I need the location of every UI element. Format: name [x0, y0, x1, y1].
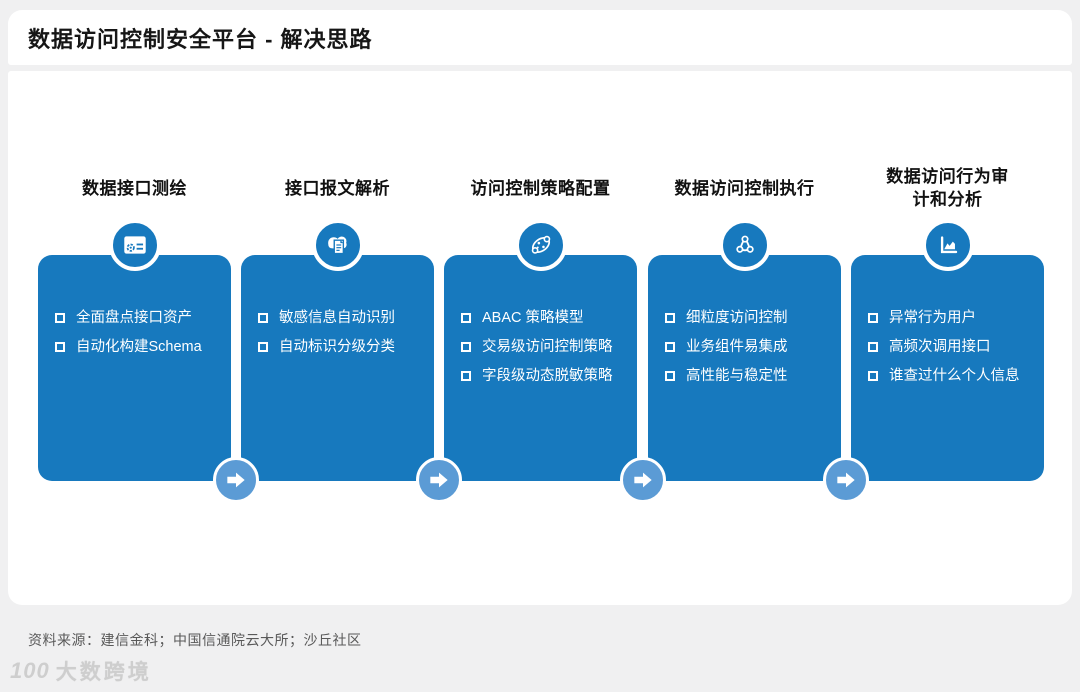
feature-list: 敏感信息自动识别 自动标识分级分类: [241, 255, 434, 358]
source-attribution: 资料来源：建信金科；中国信通院云大所；沙丘社区: [28, 632, 362, 648]
list-item: 业务组件易集成: [665, 336, 833, 358]
stage-title: 数据接口测绘: [82, 178, 187, 198]
feature-text: 高频次调用接口: [889, 339, 991, 355]
share-icon: [718, 219, 771, 271]
feature-text: 业务组件易集成: [686, 339, 788, 355]
feature-text: 异常行为用户: [889, 310, 976, 326]
arrow-right-icon: [620, 457, 666, 503]
list-item: 交易级访问控制策略: [461, 336, 629, 358]
bullet-square-icon: [55, 313, 65, 323]
bullet-square-icon: [461, 313, 471, 323]
list-item: 异常行为用户: [868, 307, 1036, 329]
stage-panel: 全面盘点接口资产 自动化构建Schema: [38, 255, 231, 481]
list-item: 全面盘点接口资产: [55, 307, 223, 329]
bullet-square-icon: [868, 313, 878, 323]
feature-text: 敏感信息自动识别: [279, 310, 395, 326]
network-nodes-icon: [514, 219, 567, 271]
stage-title: 访问控制策略配置: [470, 178, 611, 198]
list-item: 自动化构建Schema: [55, 336, 223, 358]
stage-title: 接口报文解析: [285, 178, 390, 198]
feature-text: 自动化构建Schema: [76, 339, 202, 355]
feature-text: 自动标识分级分类: [279, 339, 395, 355]
feature-text: ABAC 策略模型: [482, 310, 584, 326]
stage-column-policy-config: 访问控制策略配置 ABAC 策略模型 交易级访问控制策略 字段级动态脱敏策略: [444, 160, 637, 481]
list-item: 谁查过什么个人信息: [868, 365, 1036, 387]
watermark-logo-mark: 100: [10, 658, 50, 683]
bullet-square-icon: [55, 342, 65, 352]
title-bar: 数据访问控制安全平台 - 解决思路: [8, 10, 1072, 65]
stage-panel: 敏感信息自动识别 自动标识分级分类: [241, 255, 434, 481]
list-item: 敏感信息自动识别: [258, 307, 426, 329]
bullet-square-icon: [258, 313, 268, 323]
list-item: 高频次调用接口: [868, 336, 1036, 358]
cloud-document-icon: [327, 236, 347, 255]
stage-panel: ABAC 策略模型 交易级访问控制策略 字段级动态脱敏策略: [444, 255, 637, 481]
watermark-brand-text: 大数跨境: [55, 661, 152, 684]
watermark-logo: 100 大数跨境: [10, 656, 152, 686]
feature-list: ABAC 策略模型 交易级访问控制策略 字段级动态脱敏策略: [444, 255, 637, 387]
arrow-right-icon: [416, 457, 462, 503]
feature-text: 字段级动态脱敏策略: [482, 368, 613, 384]
stage-column-interface-survey: 数据接口测绘 全面盘点接口资产 自动化构建Schema: [38, 160, 231, 481]
feature-list: 异常行为用户 高频次调用接口 谁查过什么个人信息: [851, 255, 1044, 387]
feature-text: 高性能与稳定性: [686, 368, 788, 384]
feature-text: 交易级访问控制策略: [482, 339, 613, 355]
bullet-square-icon: [665, 313, 675, 323]
gear-document-icon: [123, 236, 146, 254]
network-nodes-icon: [531, 235, 550, 254]
stage-column-audit-analysis: 数据访问行为审 计和分析 异常行为用户 高频次调用接口 谁查过什么个人信息: [851, 160, 1044, 481]
arrow-right-icon: [823, 457, 869, 503]
stage-panel: 细粒度访问控制 业务组件易集成 高性能与稳定性: [648, 255, 841, 481]
stage-panel: 异常行为用户 高频次调用接口 谁查过什么个人信息: [851, 255, 1044, 481]
bullet-square-icon: [665, 371, 675, 381]
bullet-square-icon: [461, 342, 471, 352]
list-item: 高性能与稳定性: [665, 365, 833, 387]
gear-document-icon: [108, 219, 161, 271]
page-title: 数据访问控制安全平台 - 解决思路: [28, 26, 373, 52]
feature-text: 谁查过什么个人信息: [889, 368, 1020, 384]
bullet-square-icon: [868, 371, 878, 381]
stage-column-message-parsing: 接口报文解析 敏感信息自动识别 自动标识分级分类: [241, 160, 434, 481]
feature-text: 全面盘点接口资产: [76, 310, 192, 326]
list-item: 自动标识分级分类: [258, 336, 426, 358]
feature-list: 细粒度访问控制 业务组件易集成 高性能与稳定性: [648, 255, 841, 387]
stage-column-control-execution: 数据访问控制执行 细粒度访问控制 业务组件易集成 高性能与稳定性: [648, 160, 841, 481]
bullet-square-icon: [665, 342, 675, 352]
stage-title: 数据访问控制执行: [674, 178, 815, 198]
feature-list: 全面盘点接口资产 自动化构建Schema: [38, 255, 231, 358]
cloud-document-icon: [311, 219, 364, 271]
feature-text: 细粒度访问控制: [686, 310, 788, 326]
area-chart-icon: [921, 219, 974, 271]
list-item: ABAC 策略模型: [461, 307, 629, 329]
share-icon: [735, 235, 754, 253]
arrow-right-icon: [213, 457, 259, 503]
area-chart-icon: [940, 236, 957, 254]
bullet-square-icon: [461, 371, 471, 381]
bullet-square-icon: [258, 342, 268, 352]
list-item: 细粒度访问控制: [665, 307, 833, 329]
stage-title: 数据访问行为审 计和分析: [886, 167, 1009, 209]
list-item: 字段级动态脱敏策略: [461, 365, 629, 387]
bullet-square-icon: [868, 342, 878, 352]
